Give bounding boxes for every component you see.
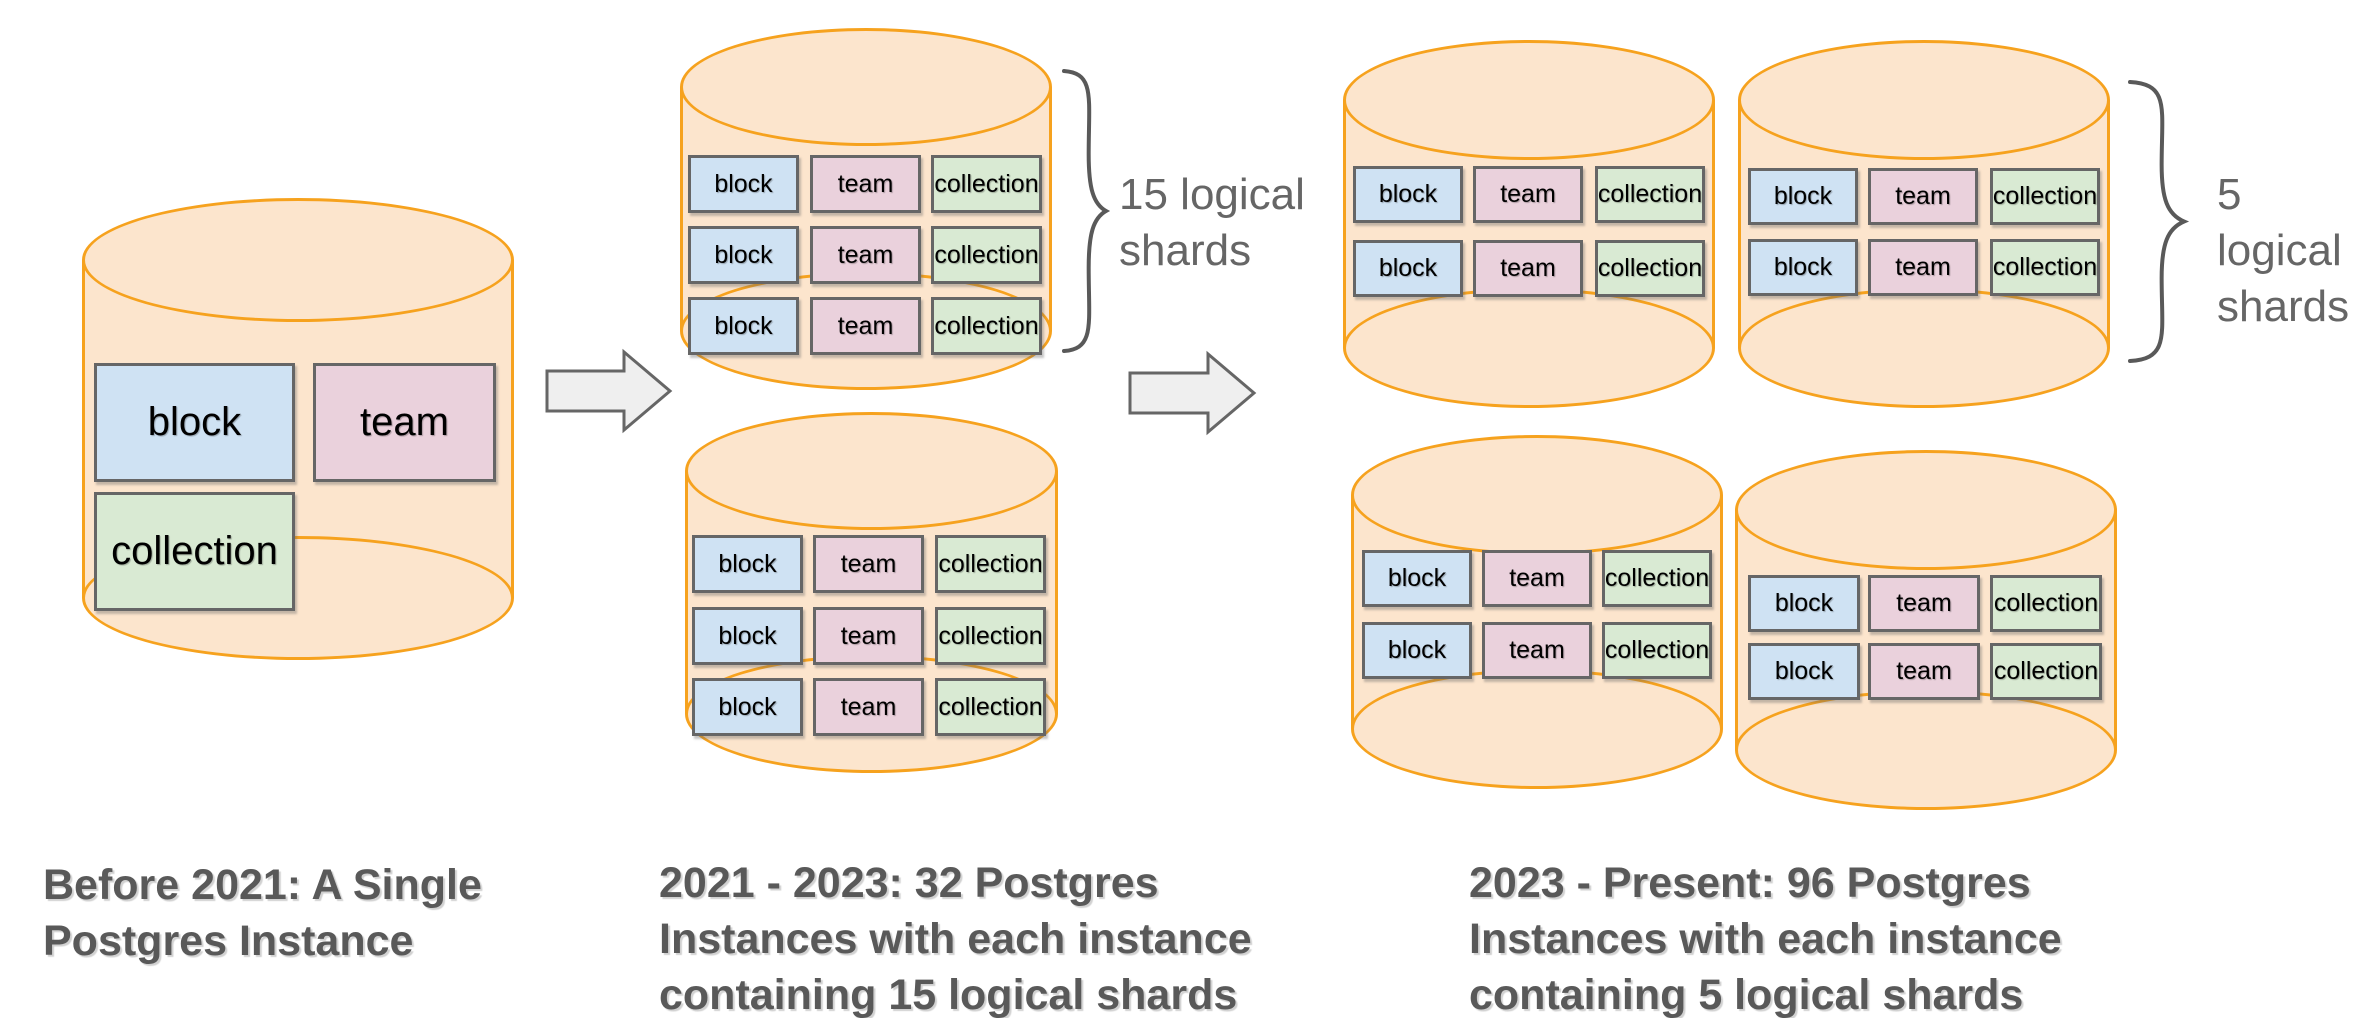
caption-line: containing 15 logical shards <box>659 971 1238 1018</box>
table-box-team: team <box>1473 240 1583 297</box>
right-arrow-icon <box>545 348 673 434</box>
table-box-block: block <box>1748 168 1858 225</box>
cylinder-bottom-ellipse <box>1351 669 1723 789</box>
table-box-collection: collection <box>931 297 1042 355</box>
table-box-team: team <box>810 297 921 355</box>
table-box-collection: collection <box>1990 575 2102 632</box>
cylinder-bottom-ellipse <box>1343 288 1715 408</box>
table-box-team: team <box>1868 575 1980 632</box>
table-box-block: block <box>688 155 799 213</box>
table-box-collection: collection <box>94 492 295 611</box>
table-box-team: team <box>810 226 921 284</box>
table-box-collection: collection <box>1990 643 2102 700</box>
table-box-collection: collection <box>1595 166 1705 223</box>
cylinder-top-ellipse <box>1343 40 1715 160</box>
cylinder-top-ellipse <box>82 198 514 322</box>
table-box-block: block <box>692 535 803 593</box>
table-box-collection: collection <box>1595 240 1705 297</box>
table-box-team: team <box>1868 239 1978 296</box>
caption-line: containing 5 logical shards <box>1469 971 2024 1018</box>
table-box-team: team <box>813 535 924 593</box>
annotation-line: shards <box>2217 282 2350 331</box>
table-box-collection: collection <box>1602 550 1712 607</box>
table-box-collection: collection <box>1990 239 2100 296</box>
table-box-block: block <box>692 678 803 736</box>
table-box-team: team <box>813 607 924 665</box>
table-box-block: block <box>1748 643 1860 700</box>
caption-line: 2021 - 2023: 32 Postgres <box>659 859 1159 907</box>
cylinder-bottom-ellipse <box>1738 288 2110 408</box>
table-box-collection: collection <box>1602 622 1712 679</box>
cylinder-top-ellipse <box>1738 40 2110 160</box>
table-box-team: team <box>313 363 496 482</box>
caption-line: Instances with each instance <box>659 915 1252 963</box>
brace-15-shards <box>1062 69 1111 353</box>
table-box-block: block <box>1748 575 1860 632</box>
table-box-collection: collection <box>931 155 1042 213</box>
annotation-line: shards <box>1119 226 1252 275</box>
table-box-collection: collection <box>935 607 1046 665</box>
cylinder-top-ellipse <box>685 412 1058 530</box>
label-15-logical-shards: 15 logical shards <box>1119 167 1305 279</box>
caption-line: Postgres Instance <box>43 917 414 965</box>
cylinder-top-ellipse <box>1735 450 2117 570</box>
table-box-team: team <box>1868 643 1980 700</box>
table-box-collection: collection <box>931 226 1042 284</box>
table-box-collection: collection <box>935 678 1046 736</box>
cylinder-top-ellipse <box>1351 435 1723 555</box>
label-5-logical-shards: 5 logical shards <box>2217 167 2374 335</box>
table-box-team: team <box>1473 166 1583 223</box>
table-box-block: block <box>1748 239 1858 296</box>
caption-line: Before 2021: A Single <box>43 861 482 909</box>
annotation-line: 5 logical <box>2217 170 2342 275</box>
caption-line: 2023 - Present: 96 Postgres <box>1469 859 2031 907</box>
table-box-team: team <box>1482 622 1592 679</box>
table-box-block: block <box>1353 166 1463 223</box>
brace-5-shards <box>2128 80 2190 363</box>
table-box-block: block <box>688 226 799 284</box>
table-box-team: team <box>813 678 924 736</box>
table-box-block: block <box>1362 622 1472 679</box>
cylinder-top-ellipse <box>680 28 1052 146</box>
table-box-team: team <box>810 155 921 213</box>
table-box-block: block <box>1362 550 1472 607</box>
caption-line: Instances with each instance <box>1469 915 2062 963</box>
table-box-collection: collection <box>1990 168 2100 225</box>
table-box-block: block <box>1353 240 1463 297</box>
table-box-block: block <box>692 607 803 665</box>
table-box-team: team <box>1482 550 1592 607</box>
annotation-line: 15 logical <box>1119 170 1305 219</box>
right-arrow-icon <box>1128 350 1257 436</box>
cylinder-bottom-ellipse <box>1735 690 2117 810</box>
table-box-collection: collection <box>935 535 1046 593</box>
table-box-block: block <box>94 363 295 482</box>
table-box-block: block <box>688 297 799 355</box>
table-box-team: team <box>1868 168 1978 225</box>
